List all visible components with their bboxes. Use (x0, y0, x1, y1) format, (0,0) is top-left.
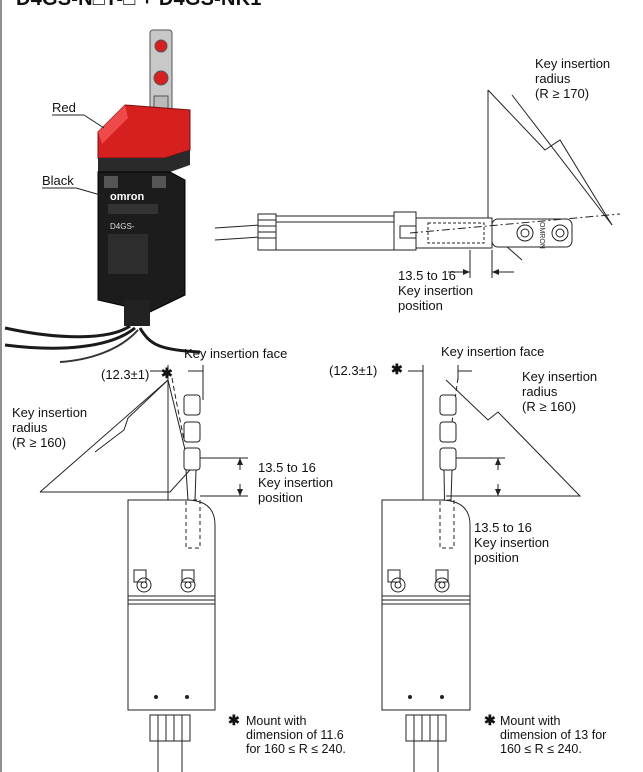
top-radius-label: Key insertion radius (R ≥ 170) (535, 56, 611, 101)
right-dim-label: 13.5 to 16 Key insertion position (474, 520, 550, 565)
switch-photo (4, 29, 201, 363)
right-note-star: ✱ (484, 712, 496, 728)
key-brand: OMRON (538, 222, 545, 249)
right-mount-note: Mount with dimension of 13 for 160 ≤ R ≤… (500, 714, 607, 756)
right-offset-star: ✱ (391, 361, 403, 377)
right-face-label: Key insertion face (441, 344, 545, 359)
left-note-star: ✱ (228, 712, 240, 728)
photo-brand: omron (110, 191, 145, 203)
left-mount-note: Mount with dimension of 11.6 for 160 ≤ R… (246, 714, 346, 756)
photo-model: D4GS- (110, 222, 135, 231)
left-view-drawing (39, 365, 248, 772)
left-offset-label: (12.3±1) (101, 367, 150, 382)
top-right-drawing (214, 89, 621, 278)
left-offset-star: ✱ (161, 365, 173, 381)
left-face-label: Key insertion face (184, 346, 288, 361)
right-radius-label: Key insertion radius (R ≥ 160) (522, 369, 598, 414)
right-view-drawing (381, 365, 582, 772)
label-black: Black (42, 173, 74, 188)
right-offset-label: (12.3±1) (329, 363, 378, 378)
top-dim-label: 13.5 to 16 Key insertion position (398, 268, 474, 313)
left-dim-label: 13.5 to 16 Key insertion position (258, 460, 334, 505)
left-radius-label: Key insertion radius (R ≥ 160) (12, 405, 88, 450)
page-title: D4GS-N□T-□ + D4GS-NK1 (16, 0, 262, 11)
label-red: Red (52, 100, 76, 115)
